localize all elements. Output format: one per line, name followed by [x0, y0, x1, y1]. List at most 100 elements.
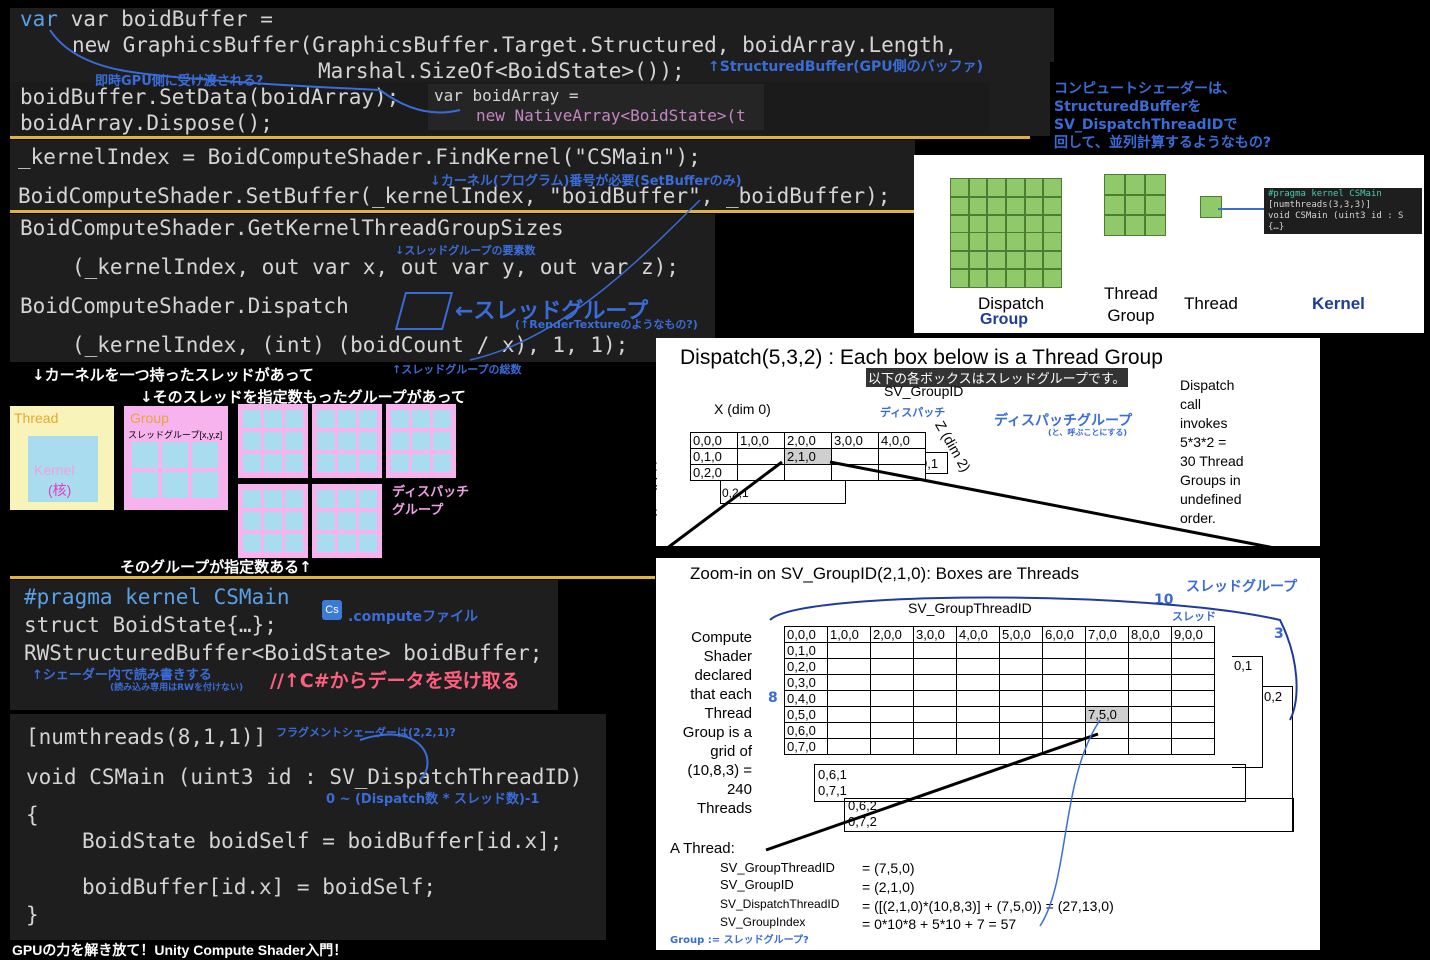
value-groupid: = (2,1,0)	[862, 879, 915, 895]
dispatch-thread-cell	[264, 534, 282, 552]
group-thread-cell	[162, 472, 188, 498]
code-line-7: BoidComputeShader.SetBuffer(_kernelIndex…	[18, 184, 891, 208]
zoom-cell: 0,1,0	[784, 642, 828, 659]
snippet-line-4: {…}	[1268, 222, 1285, 232]
cube-cell	[968, 196, 988, 216]
cube-cell	[1006, 269, 1025, 288]
hlsl-line-9: }	[26, 903, 39, 927]
code-line-10: BoidComputeShader.Dispatch	[20, 294, 349, 318]
dispatch-thread-cell	[359, 534, 377, 552]
dispatch-subtitle: 以下の各ボックスはスレッドグループです。	[866, 368, 1128, 387]
cube-cell	[1043, 250, 1062, 270]
zoom-cell: 0,0,0	[784, 626, 828, 643]
note-gpu-transfer: 即時GPU側に受け渡される?	[95, 74, 264, 89]
cube-cell	[1024, 269, 1044, 288]
dispatch-thread-cell	[338, 490, 356, 508]
thread-label: Thread	[14, 410, 59, 426]
hlsl-line-7: BoidState boidSelf = boidBuffer[id.x];	[82, 829, 563, 853]
sv-groupthreadid-label: SV_GroupThreadID	[908, 600, 1032, 616]
hlsl-line-8: boidBuffer[id.x] = boidSelf;	[82, 875, 437, 899]
cube-cell	[950, 178, 969, 197]
zoom-cell: 5,0,0	[999, 626, 1043, 643]
divider-2	[10, 210, 915, 213]
code-line-11: (_kernelIndex, (int) (boidCount / x), 1,…	[72, 333, 629, 357]
dispatch-thread-cell	[285, 534, 303, 552]
cube-cell	[1104, 194, 1125, 216]
hlsl-line-2: struct BoidState{…};	[24, 613, 277, 637]
group-sub-label: スレッドグループ[x,y,z]	[128, 430, 223, 440]
footer-title: GPUの力を解き放て！Unity Compute Shader入門！	[12, 942, 348, 958]
dispatch-thread-cell	[338, 454, 356, 472]
popup-line-1: var boidArray =	[434, 86, 579, 105]
dispatch-thread-cell	[264, 410, 282, 428]
cube-cell	[950, 269, 969, 288]
cube-cell	[968, 250, 988, 270]
dispatch-thread-cell	[243, 432, 261, 450]
dispatch-thread-cell	[317, 534, 335, 552]
snippet-line-2: [numthreads(3,3,3)]	[1268, 200, 1371, 210]
dispatch-thread-cell	[243, 490, 261, 508]
group-thread-cell	[132, 472, 158, 498]
dispatch-thread-cell	[264, 432, 282, 450]
note-dispatch-group-name: ディスパッチグループ	[994, 413, 1133, 429]
hlsl-line-3: RWStructuredBuffer<BoidState> boidBuffer…	[24, 641, 543, 665]
dispatch-thread-cell	[243, 410, 261, 428]
cube-cell	[1043, 269, 1062, 288]
annotation-curve-2	[469, 199, 701, 361]
note-dispatch-group: ディスパッチ グループ	[392, 485, 470, 518]
note-kernel-thread: ↓カーネルを一つ持ったスレッドがあって	[32, 366, 314, 384]
x-axis-label: X (dim 0)	[714, 401, 771, 417]
hlsl-line-5: void CSMain (uint3 id : SV_DispatchThrea…	[26, 765, 583, 789]
dispatch-thread-cell	[285, 432, 303, 450]
note-3: 3	[1274, 626, 1284, 642]
cube-cell	[1200, 196, 1222, 218]
dispatch-thread-cell	[359, 432, 377, 450]
cube-cell	[968, 269, 988, 288]
zoom-cell: 0,7,0	[784, 738, 828, 755]
dispatch-thread-cell	[359, 490, 377, 508]
kernel-sub-label: (核)	[48, 482, 72, 498]
note-read-only: (読み込み専用はRWを付けない)	[110, 683, 244, 693]
cube-cell	[1104, 174, 1125, 195]
key-dispatchthreadid: SV_DispatchThreadID	[720, 897, 840, 911]
cube-cell	[1024, 232, 1044, 251]
annotation-curve-1	[49, 29, 461, 114]
code-panel-kernel	[10, 140, 915, 210]
csharp-file-icon: Cs	[322, 600, 342, 620]
dispatch-thread-cell	[412, 410, 430, 428]
thread-kernel-arrow	[1218, 208, 1264, 210]
code-line-1: var var boidBuffer =	[20, 7, 273, 31]
zoom-row: 0,2,0	[784, 658, 1215, 675]
zoom-row: 0,7,0	[784, 738, 1215, 755]
note-group-definition: Group := スレッドグループ?	[670, 935, 809, 946]
note-call-it: (と、呼ぶことにする)	[1048, 428, 1128, 437]
zoom-cell: 2,0,0	[870, 626, 914, 643]
cube-cell	[968, 178, 988, 197]
zoom-cell: 0,6,0	[784, 722, 828, 739]
label-dispatch-group: Group	[980, 311, 1028, 328]
value-groupindex: = 0*10*8 + 5*10 + 7 = 57	[862, 916, 1017, 932]
back-label-e: 0,6,2	[848, 798, 877, 813]
dispatch-thread-cell	[338, 410, 356, 428]
dispatch-thread-cell	[285, 410, 303, 428]
note-kernel-index: ↓カーネル(プログラム)番号が必要(SetBufferのみ)	[430, 174, 742, 189]
hlsl-line-4: [numthreads(8,1,1)]	[26, 725, 267, 749]
note-fragment-shader: フラグメントシェーダーは(2,2,1)?	[276, 726, 456, 739]
note-receive-data: //↑C#からデータを受け取る	[270, 670, 520, 692]
dispatch-thread-cell	[338, 512, 356, 530]
zoom-cell	[1171, 738, 1215, 755]
dispatch-thread-cell	[264, 490, 282, 508]
dispatch-row: 0,2,0	[690, 464, 926, 481]
note-thread-group-count: ↑スレッドグループの総数	[392, 363, 522, 376]
zoom-row: 0,3,0	[784, 674, 1215, 691]
note-rw-buffer: ↑シェーダー内で読み書きする	[32, 668, 212, 683]
note-thread-group-desc: ↓そのスレッドを指定数もったグループがあって	[140, 388, 466, 406]
group-thread-cell	[132, 442, 158, 468]
cube-cell	[1104, 215, 1125, 236]
label-dispatch: Dispatch	[978, 294, 1045, 313]
